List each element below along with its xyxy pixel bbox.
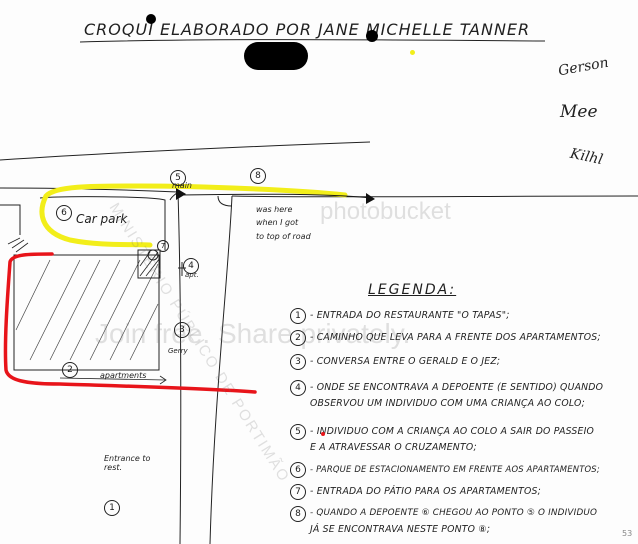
legend-text: JÁ SE ENCONTRAVA NESTE PONTO ⑧; (310, 524, 491, 535)
red-dot (321, 432, 325, 436)
legend-num: 2 (290, 330, 306, 346)
main-label: main (172, 181, 192, 190)
legend-num: 5 (290, 424, 306, 440)
legend-text: E A ATRAVESSAR O CRUZAMENTO; (310, 442, 477, 453)
join-free-watermark: Join free. Share privately. (95, 318, 411, 349)
legend-text: - ONDE SE ENCONTRAVA A DEPOENTE (E SENTI… (310, 382, 604, 393)
apartments-label: apartments (100, 371, 147, 380)
road-bottom-edge-left (0, 187, 179, 193)
legend-text: - CONVERSA ENTRE O GERALD E O JEZ; (310, 356, 501, 367)
legend-num: 1 (290, 308, 306, 324)
marker-6: 6 (56, 205, 72, 221)
road-vertical-right (209, 195, 233, 544)
legend-text: - CAMINHO QUE LEVA PARA A FRENTE DOS APA… (310, 332, 601, 343)
title-underline (79, 39, 546, 43)
marker-1: 1 (104, 500, 120, 516)
apt-label: apt. (185, 271, 199, 279)
legend-text: - ENTRADA DO PÁTIO PARA OS APARTAMENTOS; (310, 486, 541, 497)
red-route (3, 252, 257, 394)
legend-text: - QUANDO A DEPOENTE ⑥ CHEGOU AO PONTO ⑤ … (310, 508, 598, 518)
road-bottom-edge-right (231, 195, 638, 198)
signature-2: Mee (560, 102, 598, 122)
yellow-route (39, 183, 348, 248)
marker-8: 8 (250, 168, 266, 184)
marker-7: 7 (157, 240, 169, 252)
building-hatching (15, 259, 159, 361)
gerry-label: Gerry (168, 347, 188, 355)
redaction-mark (244, 42, 308, 70)
apartment-building (13, 254, 160, 371)
marker-2: 2 (62, 362, 78, 378)
page-number: 53 (622, 529, 633, 538)
road-vertical-left (177, 191, 182, 544)
page-title: CROQUI ELABORADO POR JANE MICHELLE TANNE… (84, 20, 531, 39)
legend-num: 3 (290, 354, 306, 370)
legend-text: - ENTRADA DO RESTAURANTE "O TAPAS"; (310, 310, 510, 321)
marker-4: 4 (183, 258, 199, 274)
was-here-label: was here (256, 205, 293, 214)
legend-title: LEGENDA: (368, 282, 457, 298)
legend-text: - PARQUE DE ESTACIONAMENTO EM FRENTE AOS… (310, 464, 600, 474)
redaction-dot (366, 30, 378, 42)
marker-5: 5 (170, 170, 186, 186)
car-park-label: Car park (76, 212, 128, 226)
to-top-of-road-label: to top of road (256, 232, 311, 241)
photobucket-watermark: photobucket (320, 198, 451, 225)
legend-num: 6 (290, 462, 306, 478)
legend-num: 4 (290, 380, 306, 396)
car-park-outline (39, 196, 166, 250)
entrance-label: Entrance to rest. (104, 454, 151, 472)
yellow-dot (410, 50, 415, 55)
direction-arrow (179, 193, 373, 199)
legend-text: OBSERVOU UM INDIVIDUO COM UMA CRIANÇA AO… (310, 398, 585, 409)
legend-num: 8 (290, 506, 306, 522)
legend-num: 7 (290, 484, 306, 500)
road-top-edge (0, 141, 371, 161)
marker-3: 3 (174, 322, 190, 338)
redaction-dot (146, 14, 156, 24)
when-i-got-label: when I got (256, 218, 299, 227)
legend-text: - INDIVIDUO COM A CRIANÇA AO COLO A SAIR… (310, 426, 595, 437)
